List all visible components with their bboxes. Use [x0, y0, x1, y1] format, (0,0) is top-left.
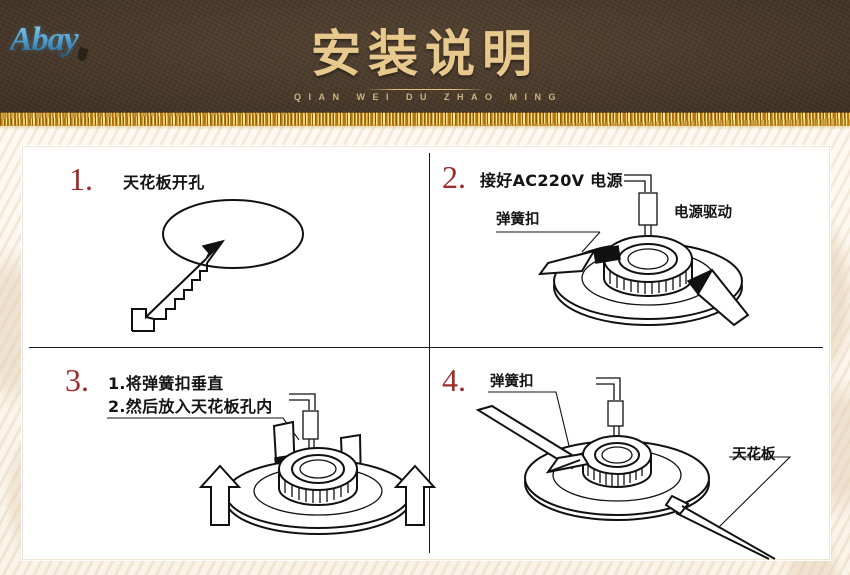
spring-clip-leader-4	[488, 391, 571, 451]
fringe-shadow	[0, 124, 850, 130]
spring-clip-right	[686, 268, 750, 327]
step-4-number: 4.	[442, 362, 466, 398]
up-arrow-right	[393, 464, 437, 526]
spring-clip-leader-line-2	[581, 231, 601, 253]
ceiling-panel-icon	[664, 494, 776, 560]
step-1-diagram	[131, 199, 304, 332]
page-header: Abay 安装说明 QIAN WEI DU ZHAO MING	[0, 0, 850, 112]
step-1-title: 天花板开孔	[123, 173, 205, 192]
ceiling-hole-ellipse	[162, 199, 304, 269]
brand-logo: Abay	[10, 16, 120, 64]
ceiling-panel-leader-4	[717, 456, 792, 529]
up-arrow-left	[198, 464, 242, 526]
downlight-fixture-icon	[553, 235, 743, 326]
step-3-title-line2: 2.然后放入天花板孔内	[108, 397, 273, 416]
page-title: 安装说明	[0, 14, 850, 86]
label-spring-clip-4: 弹簧扣	[490, 374, 534, 390]
step-3-diagram	[107, 393, 437, 535]
step-3-title-line1: 1.将弹簧扣垂直	[108, 374, 224, 393]
step-panel-4: 4. 弹簧扣 天花板	[430, 348, 829, 560]
step-panel-3: 3. 1.将弹簧扣垂直 2.然后放入天花板孔内	[23, 348, 437, 559]
label-spring-clip-2: 弹簧扣	[496, 212, 540, 228]
step-3-leader-line	[107, 417, 300, 441]
gold-fringe-band	[0, 112, 850, 126]
title-underline-rule	[365, 89, 485, 90]
step-panel-2: 2. 接好AC220V 电源 电源驱动 弹簧扣	[430, 147, 829, 347]
hand-saw-icon	[131, 239, 226, 332]
step-2-number: 2.	[442, 159, 466, 195]
horizontal-divider	[29, 347, 823, 348]
step-2-diagram	[496, 174, 750, 327]
step-1-number: 1.	[69, 161, 93, 197]
step-2-title: 接好AC220V 电源	[480, 171, 623, 190]
label-ceiling-panel: 天花板	[732, 447, 776, 463]
page-subtitle-pinyin: QIAN WEI DU ZHAO MING	[294, 92, 563, 102]
step-4-diagram	[475, 377, 792, 560]
step-3-number: 3.	[65, 362, 89, 398]
downlight-fixture-icon-3	[225, 447, 411, 535]
vertical-divider	[429, 153, 430, 553]
spring-clip-left	[537, 245, 621, 276]
label-power-driver: 电源驱动	[674, 205, 732, 221]
spring-clip-clamped-left	[475, 404, 590, 474]
step-panel-1: 1. 天花板开孔	[23, 147, 429, 347]
instruction-card: 1. 天花板开孔 2. 接好AC220V 电源	[22, 146, 830, 560]
